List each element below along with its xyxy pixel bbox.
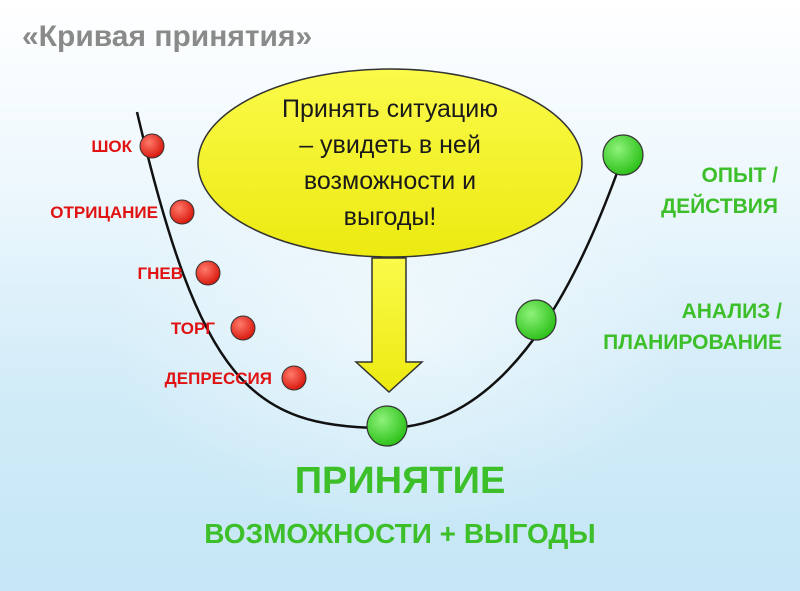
stage-label-bargaining: ТОРГ — [170, 319, 215, 338]
stage-label-anger: ГНЕВ — [137, 264, 183, 283]
acceptance-subtitle: ВОЗМОЖНОСТИ + ВЫГОДЫ — [204, 518, 596, 549]
bubble-line: возможности и — [303, 167, 477, 195]
bubble-line: – увидеть в ней — [299, 131, 481, 159]
bubble-line: выгоды! — [343, 203, 437, 231]
stage-dot-depression — [281, 365, 307, 391]
stage-dot-analysis — [515, 299, 557, 341]
stage-label-denial: ОТРИЦАНИЕ — [50, 203, 158, 222]
stage-dot-denial — [169, 199, 195, 225]
acceptance-title: ПРИНЯТИЕ — [294, 460, 506, 502]
stage-label-analysis-line: ПЛАНИРОВАНИЕ — [603, 331, 782, 354]
stage-label-analysis-line: АНАЛИЗ / — [681, 300, 782, 323]
stage-label-analysis: АНАЛИЗ / ПЛАНИРОВАНИЕ — [603, 296, 782, 358]
stage-dot-anger — [195, 260, 221, 286]
stage-label-depression: ДЕПРЕССИЯ — [164, 369, 272, 388]
down-arrow-icon — [354, 257, 424, 394]
stage-dot-shock — [139, 133, 165, 159]
stage-dot-acceptance — [366, 405, 408, 447]
stage-label-experience-line: ДЕЙСТВИЯ — [661, 195, 778, 218]
bubble-ellipse — [197, 68, 583, 258]
stage-label-shock: ШОК — [91, 137, 132, 156]
stage-dot-experience — [602, 134, 644, 176]
stage-label-experience: ОПЫТ / ДЕЙСТВИЯ — [661, 160, 778, 222]
speech-bubble: Принять ситуацию – увидеть в ней возможн… — [196, 68, 584, 258]
stage-dot-bargaining — [230, 315, 256, 341]
bubble-line: Принять ситуацию — [282, 95, 498, 123]
page-title: «Кривая принятия» — [22, 20, 313, 53]
stage-label-experience-line: ОПЫТ / — [701, 164, 778, 187]
